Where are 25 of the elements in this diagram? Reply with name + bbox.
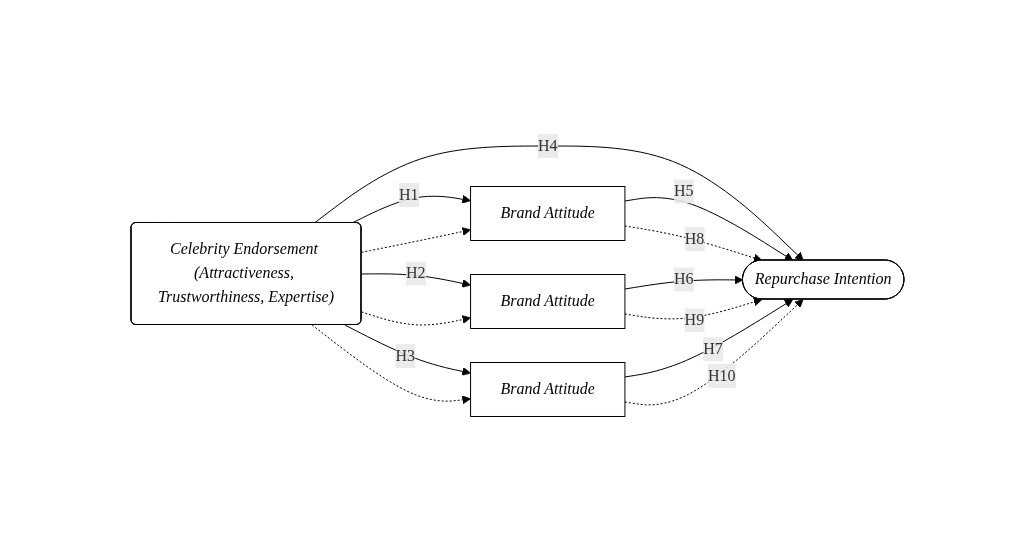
arrow bbox=[311, 324, 471, 404]
arrow bbox=[360, 226, 471, 253]
arrow bbox=[623, 298, 793, 378]
arrow bbox=[313, 145, 804, 261]
edge-label: H7 bbox=[702, 339, 723, 357]
edge-label: H3 bbox=[394, 346, 415, 364]
arrow bbox=[623, 225, 762, 263]
edge-label: H9 bbox=[684, 310, 704, 328]
arrow bbox=[360, 273, 471, 288]
arrow bbox=[623, 297, 762, 320]
edge-label: H10 bbox=[707, 366, 735, 384]
node-box: Brand Attitude bbox=[469, 185, 625, 241]
arrow bbox=[623, 275, 743, 290]
edge-label: H5 bbox=[673, 182, 694, 200]
edge-label: H2 bbox=[405, 264, 426, 282]
arrow bbox=[360, 311, 471, 326]
edge-label: H1 bbox=[398, 185, 419, 203]
node-box: Brand Attitude bbox=[469, 361, 625, 417]
edge-label: H6 bbox=[673, 270, 694, 288]
edge-label: H8 bbox=[684, 229, 704, 247]
arrow bbox=[343, 324, 471, 376]
arrow bbox=[623, 196, 793, 261]
edge-label: H4 bbox=[537, 136, 558, 154]
arrow bbox=[623, 298, 803, 406]
node-box: Brand Attitude bbox=[469, 273, 625, 329]
